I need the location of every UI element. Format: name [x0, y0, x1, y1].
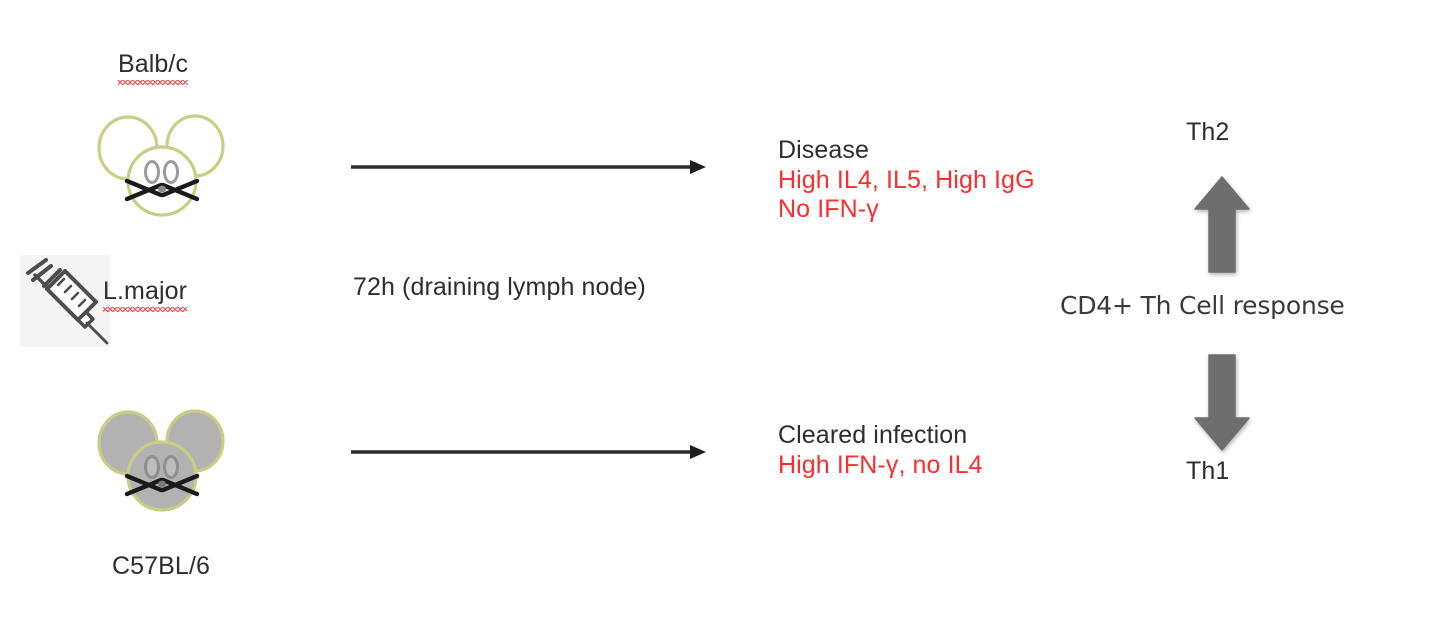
- syringe-icon: [20, 255, 110, 347]
- block-arrow-up-icon: [1192, 175, 1252, 280]
- outcome-bottom: Cleared infection High IFN-γ, no IL4: [778, 421, 983, 480]
- outcome-bottom-marker-1: High IFN-γ, no IL4: [778, 450, 983, 479]
- strain-label-top: Balb/c: [118, 50, 189, 84]
- outcome-bottom-headline: Cleared infection: [778, 421, 968, 449]
- block-arrow-down-icon: [1192, 352, 1252, 457]
- strain-label-bottom: C57BL/6: [112, 552, 210, 580]
- outcome-top: Disease High IL4, IL5, High IgG No IFN-γ: [778, 136, 1035, 225]
- outcome-top-headline: Disease: [778, 136, 870, 164]
- outcome-top-marker-2: No IFN-γ: [778, 195, 879, 223]
- mouse-gray-icon: [95, 408, 230, 518]
- th-subset-bottom: Th1: [1186, 457, 1230, 485]
- arrow-right-icon-top: [350, 156, 706, 178]
- pathogen-label-text: L.major: [103, 277, 188, 311]
- pathogen-label: L.major: [103, 277, 188, 311]
- mouse-white-icon: [95, 113, 230, 223]
- arrow-right-icon-bottom: [350, 441, 706, 463]
- outcome-top-marker-1: High IL4, IL5, High IgG: [778, 165, 1035, 194]
- cd4-response-label: CD4+ Th Cell response: [1060, 291, 1345, 320]
- timepoint-label: 72h (draining lymph node): [353, 273, 646, 301]
- th-subset-top: Th2: [1186, 118, 1230, 146]
- strain-label-top-text: Balb/c: [118, 50, 189, 84]
